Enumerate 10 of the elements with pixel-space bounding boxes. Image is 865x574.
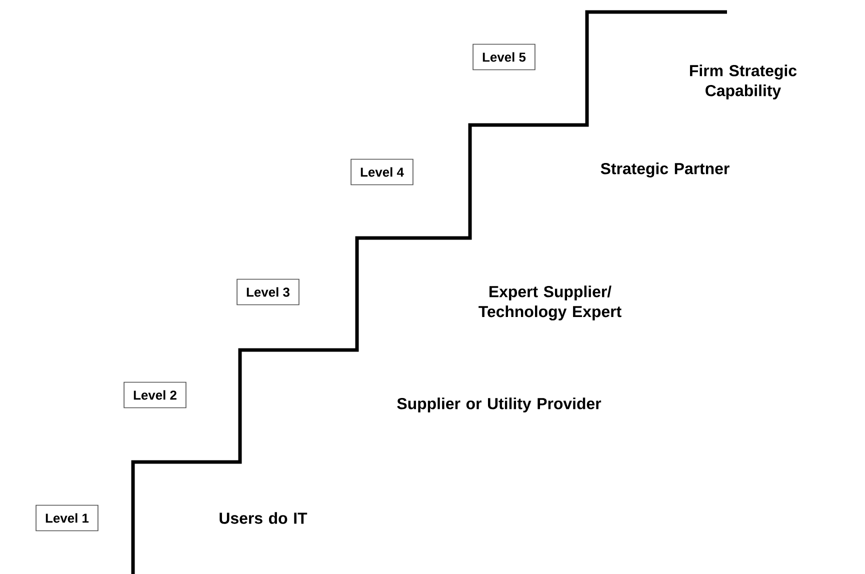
level-box: Level 3	[236, 278, 300, 306]
level-box: Level 2	[124, 382, 186, 408]
stage-label: Users do IT	[220, 512, 308, 524]
stage-label: Supplier or Utility Provider	[397, 398, 602, 412]
level-box: Level 5	[472, 44, 536, 70]
stage-label: Firm Strategic Capability	[690, 64, 797, 100]
level-box: Level 4	[350, 158, 414, 186]
stage-label: Strategic Partner	[600, 162, 730, 178]
level-box: Level 1	[36, 504, 98, 532]
stage-label: Expert Supplier/ Technology Expert	[478, 286, 622, 320]
